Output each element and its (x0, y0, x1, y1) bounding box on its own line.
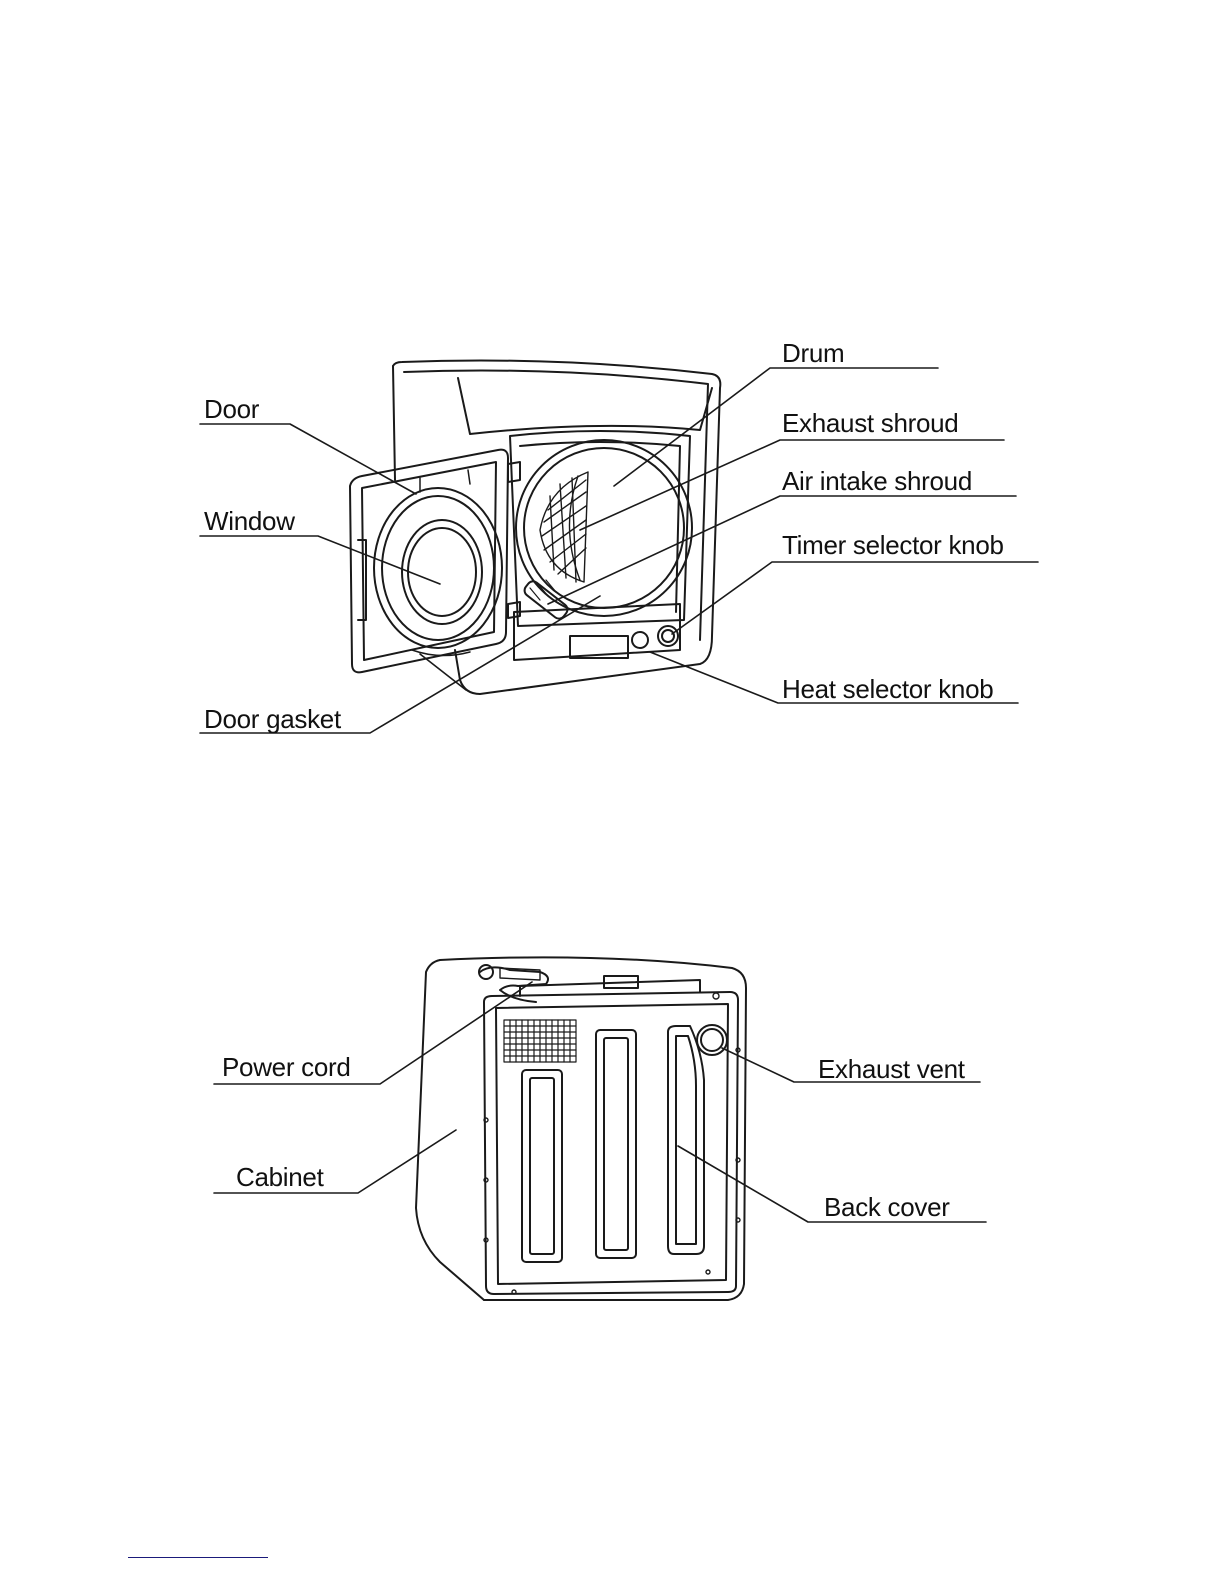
label-timer-selector-knob: Timer selector knob (782, 532, 1004, 558)
back-leader-lines (214, 982, 986, 1222)
label-exhaust-vent: Exhaust vent (818, 1056, 965, 1082)
label-cabinet: Cabinet (236, 1164, 324, 1190)
label-back-cover: Back cover (824, 1194, 950, 1220)
cabinet-side (416, 960, 484, 1300)
footer-rule (128, 1557, 268, 1558)
label-power-cord: Power cord (222, 1054, 351, 1080)
label-exhaust-shroud: Exhaust shroud (782, 410, 958, 436)
label-window: Window (204, 508, 295, 534)
label-air-intake-shroud: Air intake shroud (782, 468, 972, 494)
label-heat-selector-knob: Heat selector knob (782, 676, 993, 702)
label-drum: Drum (782, 340, 844, 366)
label-door-gasket: Door gasket (204, 706, 341, 732)
vent-grille (504, 1020, 576, 1062)
label-door: Door (204, 396, 259, 422)
